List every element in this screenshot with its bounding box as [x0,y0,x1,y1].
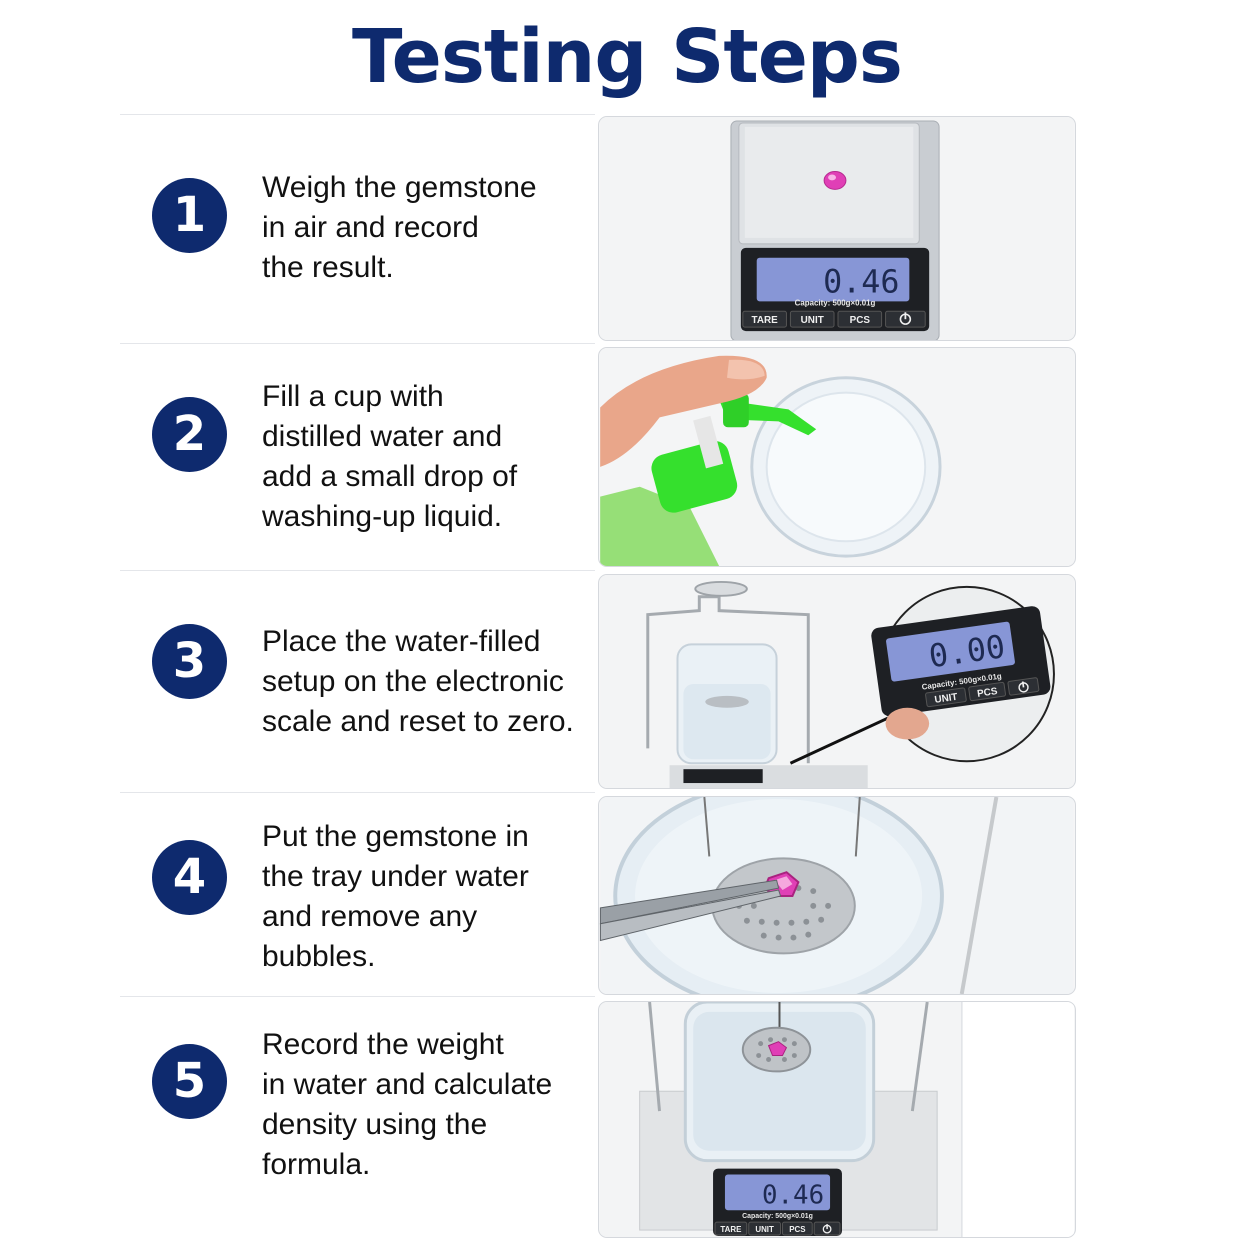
step-number-badge-3: 3 [152,624,227,699]
page-title: Testing Steps [352,14,903,100]
step-description-1: Weigh the gemstone in air and record the… [262,168,582,288]
step-text-line: bubbles. [262,940,376,973]
pcs-button-label: PCS [789,1225,805,1234]
step-divider [120,343,595,344]
unit-button-label: UNIT [755,1225,774,1234]
step-description-4: Put the gemstone in the tray under water… [262,817,582,977]
step-text-line: Record the weight [262,1028,504,1061]
step-text-line: Fill a cup with [262,380,444,413]
power-icon [822,1224,832,1234]
step-text-line: Weigh the gemstone [262,171,537,204]
step-text-line: the result. [262,251,394,284]
step-text-line: washing-up liquid. [262,500,503,533]
step-text-line: in water and calculate [262,1068,553,1101]
power-icon [899,312,912,325]
scale-display-reading: 0.46 [762,1180,824,1210]
power-icon [1018,681,1029,693]
step-text-line: scale and reset to zero. [262,705,574,738]
scale-lcd [886,621,1015,682]
step-text-line: and remove any [262,900,478,933]
scale-lcd [756,257,910,302]
weighing-illustration: 0.46 Capacity: 500g×0.01g TARE UNIT PCS [600,1002,1074,1237]
step-text-line: setup on the electronic [262,665,564,698]
step-text-line: density using the [262,1108,488,1141]
step-number-badge-4: 4 [152,840,227,915]
tare-button-label: TARE [720,1225,741,1234]
step-divider [120,570,595,571]
step-photo-3-setup-on-scale: 0.00 Capacity: 500g×0.01g UNIT PCS [598,574,1076,789]
soap-cup-illustration [600,348,1074,566]
step-description-3: Place the water-filled setup on the elec… [262,622,582,742]
step-photo-5-weighing-in-water: 0.46 Capacity: 500g×0.01g TARE UNIT PCS [598,1001,1076,1238]
step-text-line: in air and record [262,211,479,244]
step-photo-1-scale-with-gemstone: 0.46 Capacity: 500g×0.01g TARE UNIT PCS [598,116,1076,341]
scale-capacity-label: Capacity: 500g×0.01g [795,298,876,307]
step-number-badge-1: 1 [152,178,227,253]
tray-illustration [599,797,1074,994]
step-photo-4-gemstone-in-tray [598,796,1076,995]
setup-illustration: 0.00 Capacity: 500g×0.01g UNIT PCS [600,575,1074,788]
scale-display-reading: 0.46 [823,264,899,300]
step-text-line: the tray under water [262,860,529,893]
step-divider [120,114,595,115]
pcs-button-label: PCS [976,686,998,700]
tare-button-label: TARE [752,315,779,326]
step-text-line: Put the gemstone in [262,820,529,853]
unit-button-label: UNIT [934,692,958,706]
step-description-2: Fill a cup with distilled water and add … [262,377,582,537]
gemstone [823,171,847,190]
scale-lcd [724,1174,831,1211]
step-number-badge-5: 5 [152,1044,227,1119]
step-divider [120,792,595,793]
step-text-line: formula. [262,1148,371,1181]
step-number-badge-2: 2 [152,397,227,472]
step-description-5: Record the weight in water and calculate… [262,1025,582,1185]
step-text-line: distilled water and [262,420,503,453]
step-text-line: Place the water-filled [262,625,541,658]
unit-button-label: UNIT [801,315,824,326]
step-text-line: add a small drop of [262,460,518,493]
scale-illustration: 0.46 Capacity: 500g×0.01g TARE UNIT PCS [600,117,1074,340]
gemstone [767,1041,788,1057]
scale-capacity-label: Capacity: 500g×0.01g [742,1213,813,1220]
pcs-button-label: PCS [850,315,871,326]
step-photo-2-soap-and-water-cup [598,347,1076,567]
step-divider [120,996,595,997]
